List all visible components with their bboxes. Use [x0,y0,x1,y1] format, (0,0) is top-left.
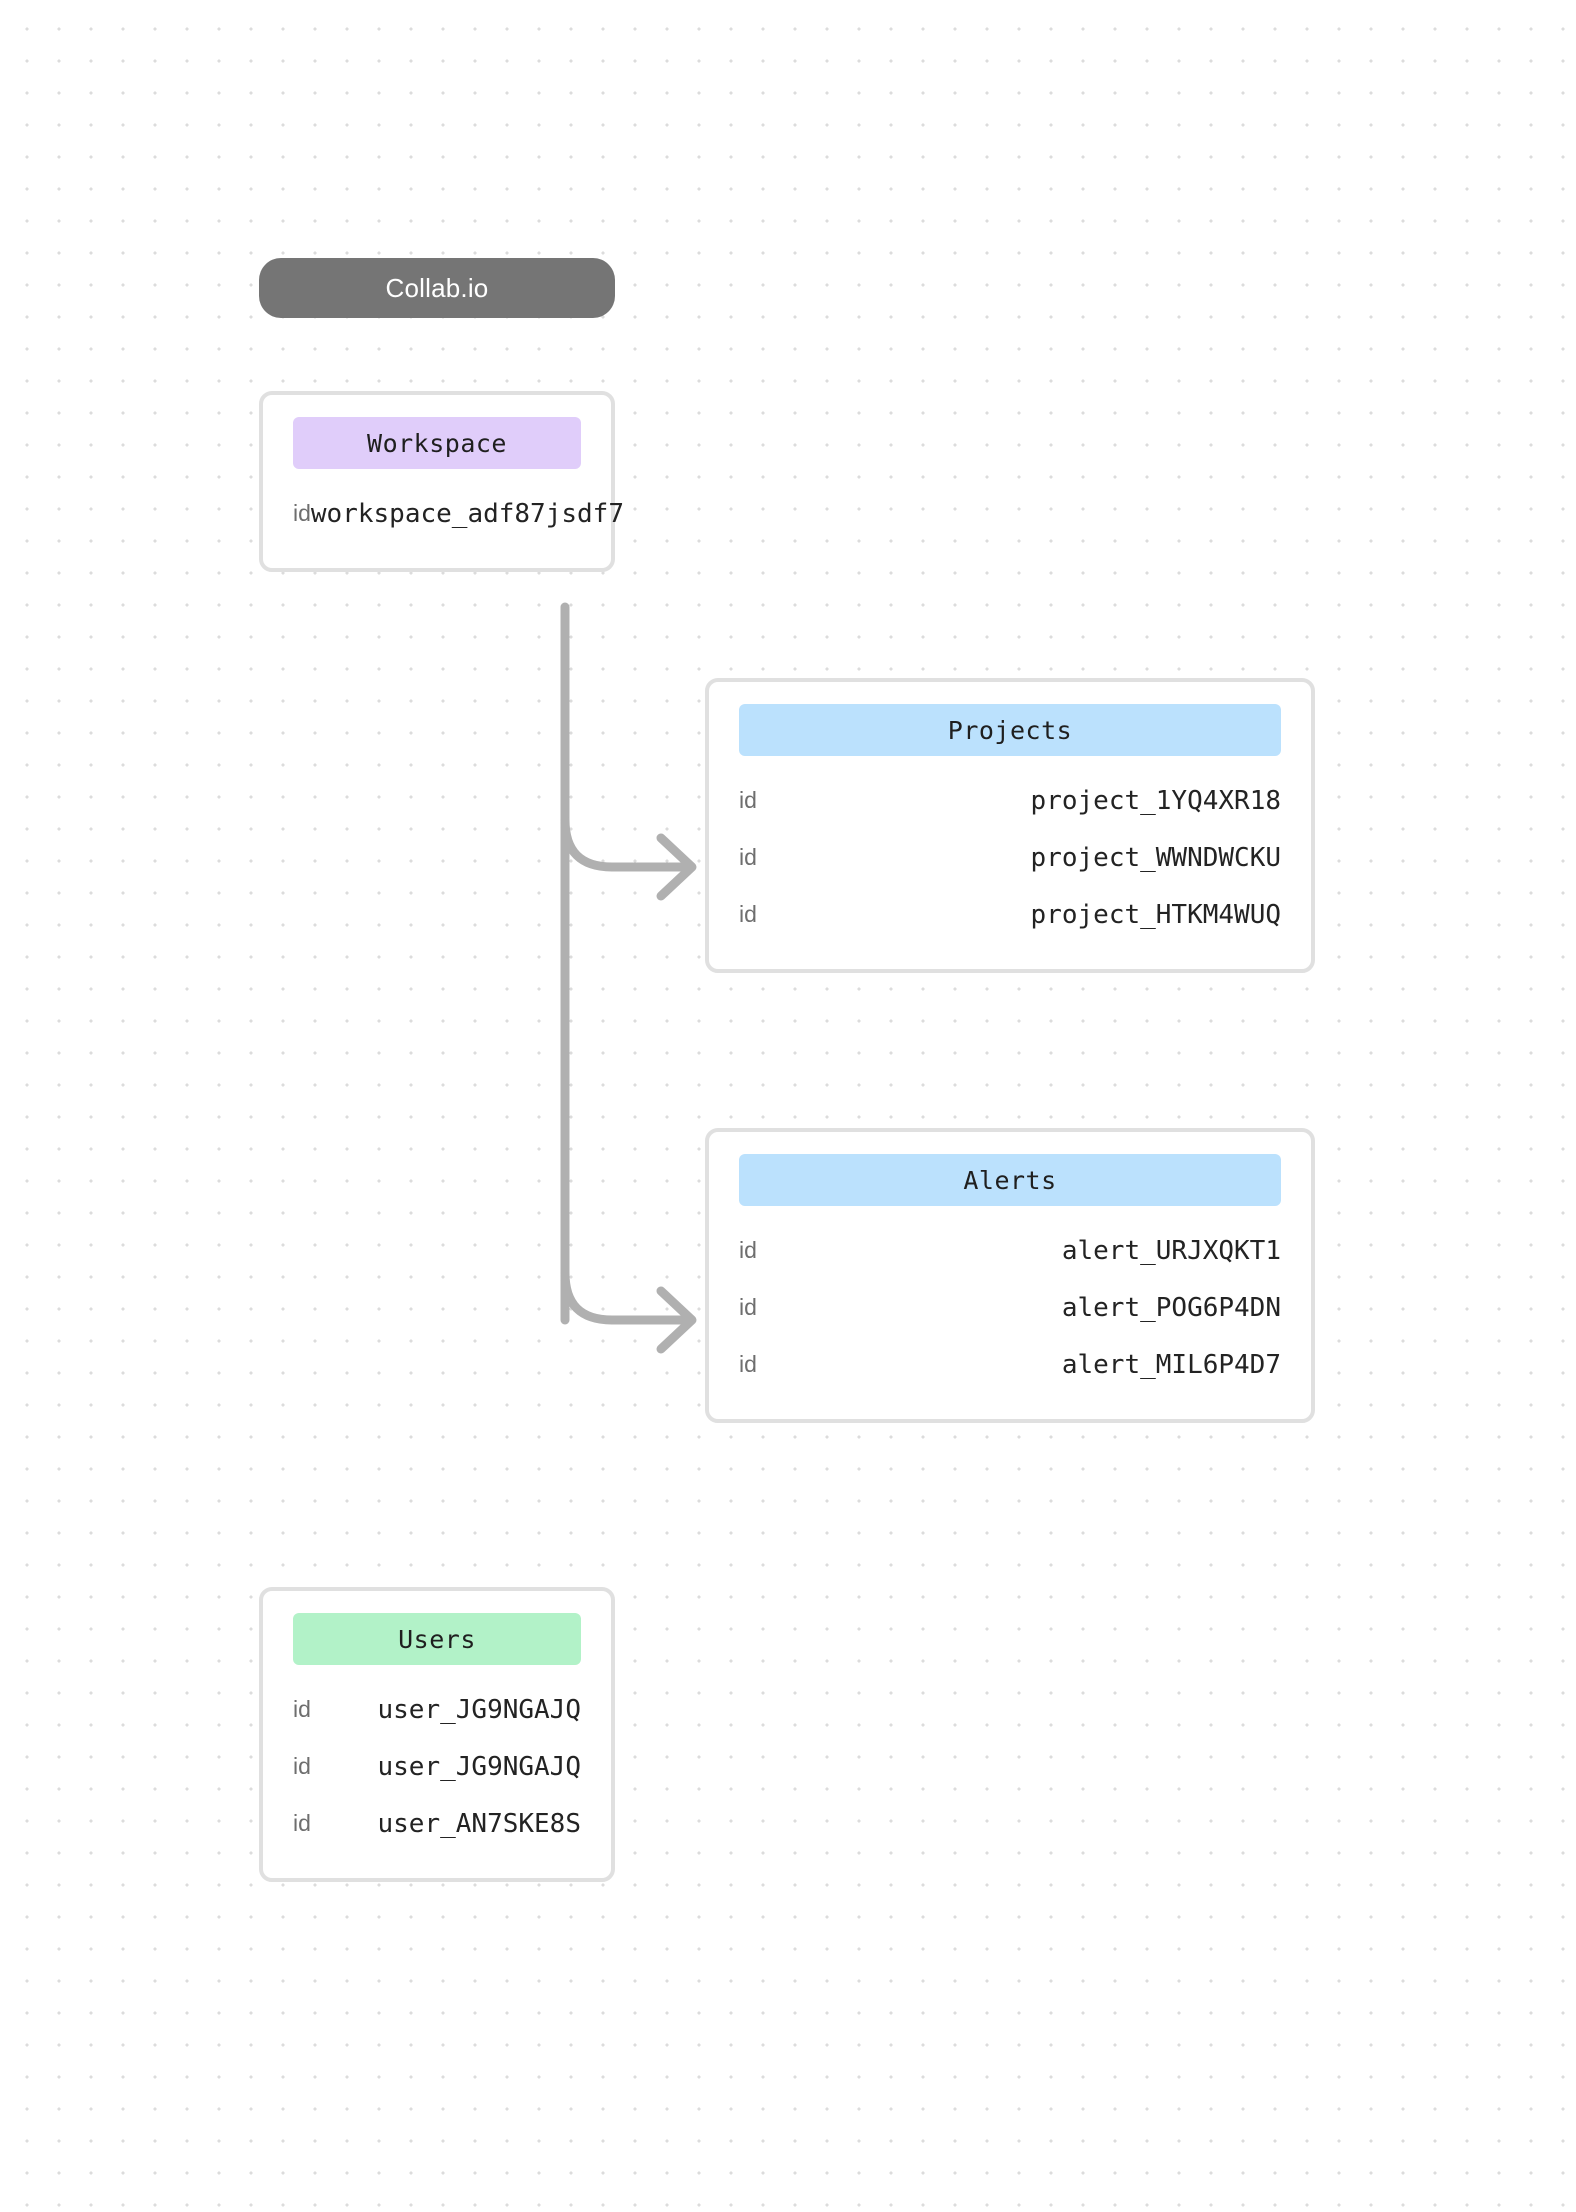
row-value: project_HTKM4WUQ [1030,899,1281,930]
app-title-pill: Collab.io [259,258,615,318]
connector-workspace-to-projects [560,815,695,872]
entity-card-workspace[interactable]: Workspace id workspace_adf87jsdf7 [259,391,624,572]
row-value: user_AN7SKE8S [377,1808,582,1839]
table-row: id project_HTKM4WUQ [739,886,1281,943]
row-key: id [739,901,757,927]
row-key: id [739,787,757,813]
row-value: alert_POG6P4DN [1061,1292,1281,1323]
table-row: id alert_POG6P4DN [739,1279,1281,1336]
row-key: id [293,1753,311,1779]
row-key: id [293,1696,311,1722]
row-value: user_JG9NGAJQ [377,1694,582,1725]
row-key: id [739,844,757,870]
row-key: id [739,1237,757,1263]
entity-card-projects[interactable]: Projects id project_1YQ4XR18 id project_… [705,678,1315,973]
table-row: id user_AN7SKE8S [293,1795,581,1852]
row-key: id [293,500,311,526]
arrowhead-alerts-icon [656,1286,697,1354]
arrowhead-projects-icon [656,833,697,901]
row-value: project_WWNDWCKU [1030,842,1281,873]
table-row: id alert_MIL6P4D7 [739,1336,1281,1393]
row-value: project_1YQ4XR18 [1030,785,1281,816]
entity-title-projects: Projects [739,704,1281,756]
row-value: alert_URJXQKT1 [1061,1235,1281,1266]
row-value: alert_MIL6P4D7 [1061,1349,1281,1380]
table-row: id project_WWNDWCKU [739,829,1281,886]
entity-title-label: Alerts [963,1165,1057,1195]
entity-title-workspace: Workspace [293,417,581,469]
entity-card-users[interactable]: Users id user_JG9NGAJQ id user_JG9NGAJQ … [259,1587,615,1882]
row-value: user_JG9NGAJQ [377,1751,582,1782]
entity-card-alerts[interactable]: Alerts id alert_URJXQKT1 id alert_POG6P4… [705,1128,1315,1423]
table-row: id alert_URJXQKT1 [739,1222,1281,1279]
row-key: id [739,1294,757,1320]
entity-title-users: Users [293,1613,581,1665]
app-title-label: Collab.io [385,273,489,303]
entity-title-label: Workspace [367,428,507,458]
entity-title-alerts: Alerts [739,1154,1281,1206]
table-row: id user_JG9NGAJQ [293,1738,581,1795]
row-key: id [293,1810,311,1836]
table-row: id workspace_adf87jsdf7 [293,485,624,542]
entity-title-label: Projects [947,715,1073,745]
row-key: id [739,1351,757,1377]
connector-workspace-to-alerts [560,1268,695,1325]
table-row: id user_JG9NGAJQ [293,1681,581,1738]
entity-title-label: Users [398,1624,476,1654]
table-row: id project_1YQ4XR18 [739,772,1281,829]
row-value: workspace_adf87jsdf7 [310,498,624,529]
